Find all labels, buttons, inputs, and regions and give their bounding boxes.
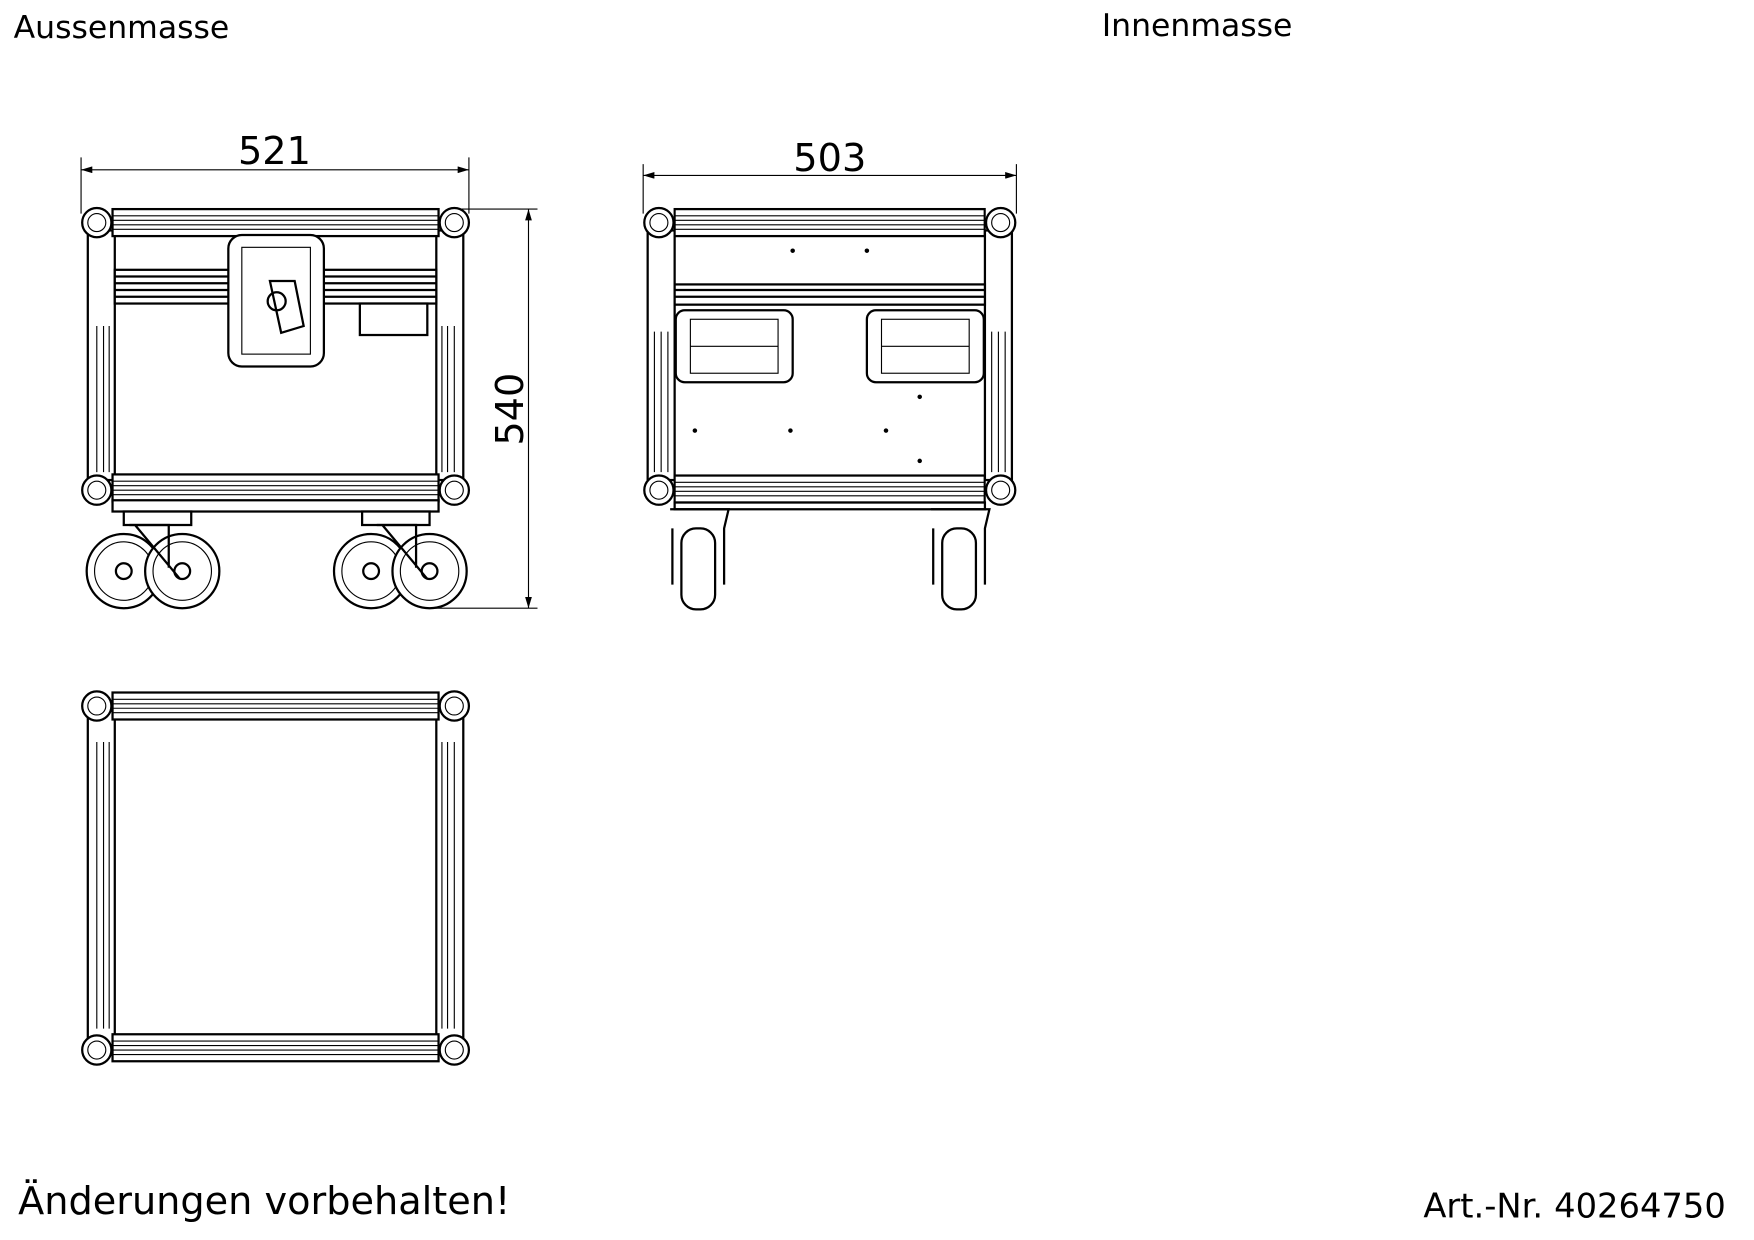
caster-left (85, 510, 221, 610)
article-number: 40264750 (1554, 1187, 1726, 1226)
heading-innenmasse: Innenmasse (1102, 8, 1293, 44)
handle-left (674, 309, 794, 384)
top-view (81, 690, 471, 1066)
disclaimer-text: Änderungen vorbehalten! (18, 1178, 510, 1224)
front-view: 521 540 (80, 130, 538, 610)
outer-width-label: 521 (238, 130, 311, 174)
article-label: Art.-Nr. (1423, 1187, 1543, 1226)
inner-width-label: 503 (793, 137, 866, 181)
caster-side-left (670, 508, 731, 611)
outer-height-label: 540 (489, 373, 533, 446)
heading-aussenmasse: Aussenmasse (14, 10, 230, 46)
label-plate (358, 302, 429, 337)
caster-right (332, 510, 468, 610)
handle-right (865, 309, 985, 384)
butterfly-latch (227, 233, 326, 368)
caster-side-right (930, 508, 991, 611)
side-view: 503 (642, 137, 1017, 611)
